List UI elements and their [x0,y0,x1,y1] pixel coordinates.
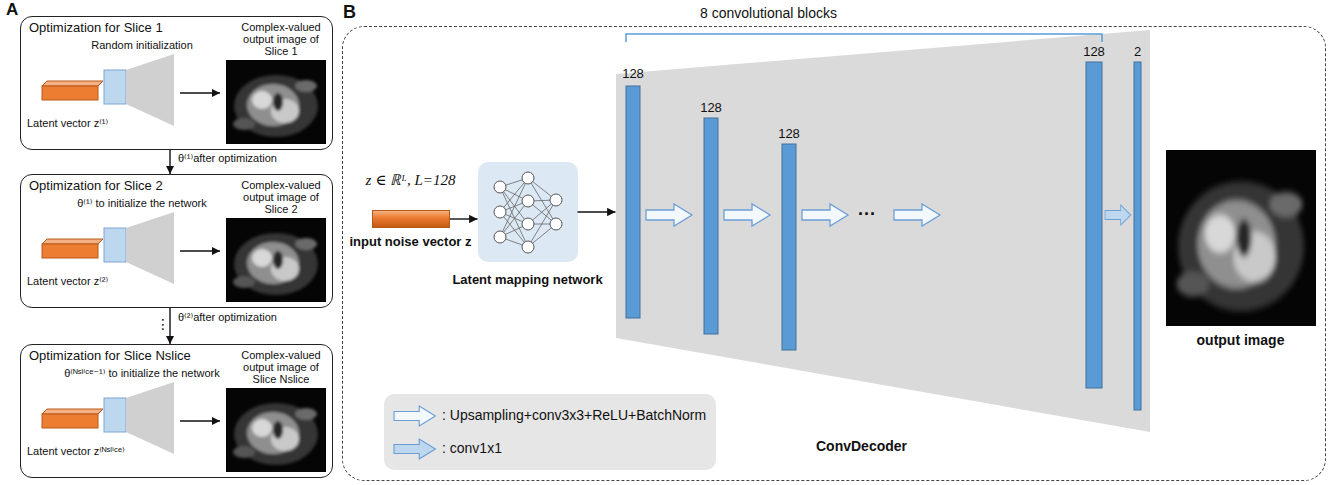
network-unit [522,172,534,184]
optimization-box: Optimization for Slice 1 Random initializ… [20,16,333,150]
image-caption: output image [1197,332,1285,349]
feature-bar [1134,62,1141,410]
flow-arrow [450,218,478,219]
latent-vector-bar [42,86,98,100]
decoder-trapezoid [126,54,174,126]
output-arrow [180,250,220,251]
vector-name: Latent vector z⁽¹⁾ [27,117,108,130]
network-links [500,178,556,247]
conv1x1-arrow [1105,205,1131,225]
box-title: Optimization for Slice 2 [29,178,163,194]
network-unit [522,218,534,230]
channel-count: 2 [1134,44,1141,60]
panel-letter: A [6,0,18,20]
latent-vector-top [42,239,103,244]
latent-vector-top [42,81,103,86]
latent-vector-bar [42,244,98,258]
block-bracket [626,34,1102,42]
channel-count: 128 [1083,44,1105,60]
conv-decoder: ConvDecoder [616,30,1150,432]
vector-name: Latent vector z⁽²⁾ [27,275,108,288]
channel-count: 128 [622,66,644,82]
output-arrow [180,420,220,421]
input-vector: z ∈ ℝᴸ, L=128input noise vector z [372,210,450,228]
network-unit [522,195,534,207]
mri-slice-image [226,218,326,302]
optimization-box: Optimization for Slice 2 θ⁽¹⁾ to initiali… [20,174,333,308]
vector-name: Latent vector z⁽ᴺˢˡⁱᶜᵉ⁾ [27,445,125,458]
init-note: θ⁽ᴺˢˡⁱᶜᵉ⁻¹⁾ to initialize the network [51,367,233,380]
optimization-box: Optimization for Slice Nslice θ⁽ᴺˢˡⁱᶜᵉ⁻¹⁾… [20,344,333,478]
legend-box [384,394,716,470]
init-note: θ⁽¹⁾ to initialize the network [51,197,233,210]
latent-vector-bar [42,414,98,428]
ellipsis: ⋮ [156,316,170,333]
box-title: Optimization for Slice 1 [29,20,163,36]
legend-conv1x1-arrow [394,439,435,459]
network-unit [522,241,534,253]
decoder-trapezoid [126,212,174,284]
output-arrow [180,92,220,93]
output-note: Complex-valued output image of Slice 1 [233,21,329,57]
network-unit [494,206,506,218]
legend-row: : Upsampling+conv3x3+ReLU+BatchNorm [442,407,706,424]
mapping-network-box [478,162,578,262]
network-unit [494,231,506,243]
vector-caption: input noise vector z [349,234,471,250]
legend-upsampling-arrow [394,406,435,426]
legend-row: : conv1x1 [442,440,502,457]
feature-bar [1086,62,1102,388]
feature-bar [704,118,718,334]
network-unit [494,181,506,193]
upsampling-arrow [724,204,770,226]
upsampling-arrow [646,204,692,226]
output-mri-image [1166,150,1316,326]
panel-letter: B [343,2,356,24]
mapping-block [104,398,126,432]
mri-slice-image [226,388,326,472]
decoder-trapezoid [616,30,1150,432]
mapping-block [104,228,126,262]
mapping-network: Latent mapping network [478,162,578,262]
channel-count: 128 [778,126,800,142]
legend-text: : Upsampling+conv3x3+ReLU+BatchNorm [442,407,706,423]
flow-arrow [578,211,616,212]
output-note: Complex-valued output image of Slice Nsl… [233,349,329,385]
legend-text: : conv1x1 [442,440,502,456]
network-caption: Latent mapping network [452,272,602,288]
mri-slice-image [226,60,326,144]
decoder-caption: ConvDecoder [816,438,907,455]
upsampling-arrow [802,204,848,226]
latent-vector-top [42,409,103,414]
vector-formula: z ∈ ℝᴸ, L=128 [366,171,456,189]
flow-arrow [169,150,170,174]
decoder-trapezoid [126,382,174,454]
network-unit [550,194,562,206]
output-image: output image [1166,150,1316,326]
mapping-block [104,70,126,104]
block-count: 8 convolutional blocks [700,5,837,22]
edge-label: θ⁽²⁾after optimization [178,311,277,324]
feature-bar [626,86,640,318]
upsampling-arrow [894,204,940,226]
output-note: Complex-valued output image of Slice 2 [233,179,329,215]
network-unit [550,218,562,230]
init-note: Random initialization [51,39,233,52]
edge-label: θ⁽¹⁾after optimization [178,152,277,165]
feature-bar [782,144,796,350]
box-title: Optimization for Slice Nslice [29,348,191,364]
ellipsis: ··· [858,204,876,226]
channel-count: 128 [700,100,722,116]
